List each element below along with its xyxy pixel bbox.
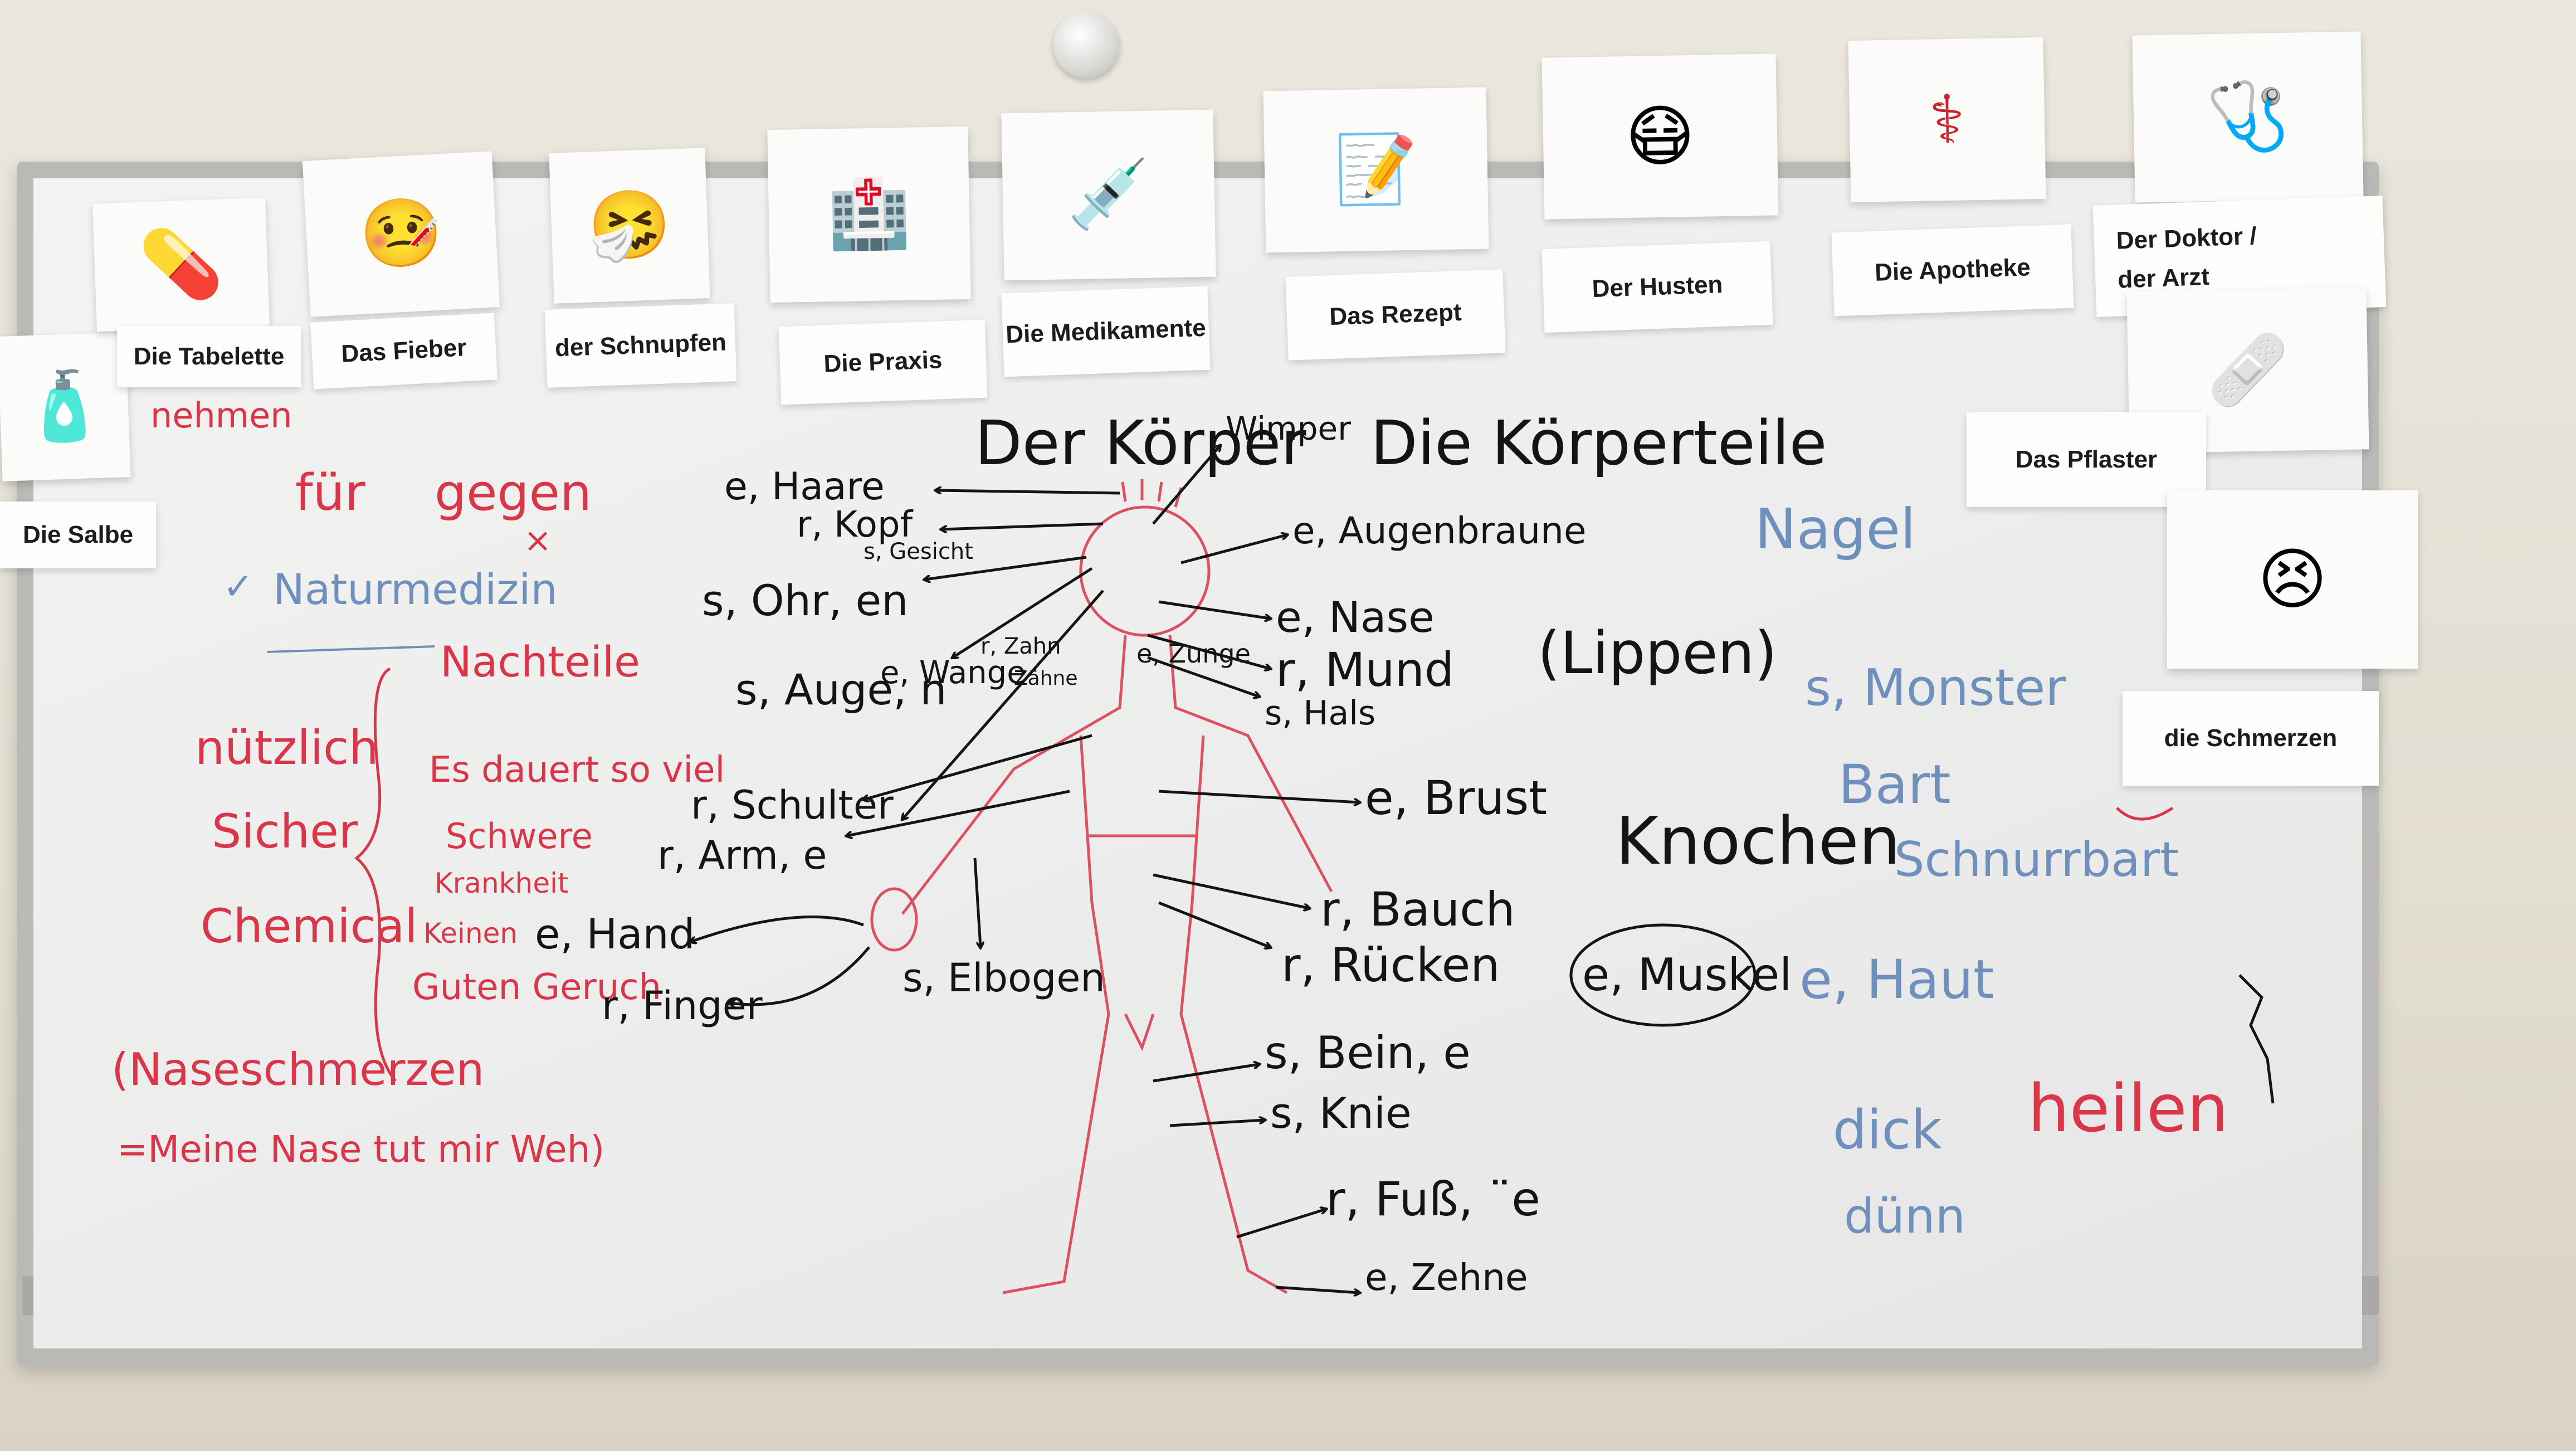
pills-icon: 💊 [138,224,225,305]
red-hook [2116,806,2174,821]
body-arrows [691,446,1359,1293]
tabelette-picture: 💊 [92,197,270,332]
title-der-koerper: Der Körper [975,407,1306,479]
fieber-label: Das Fieber [310,313,497,389]
label-knie: s, Knie [1270,1088,1412,1138]
label-wimper: Wimper [1226,410,1352,447]
headache-woman-icon: 😣 [2257,541,2328,619]
rezept-picture: 📝 [1263,87,1489,253]
tissue-icon: 🤧 [586,185,673,266]
pharmacy-sign-icon: ⚕ [1928,80,1966,159]
fieber-picture: 🤒 [302,151,500,317]
body-figure [870,479,1333,1294]
label-kopf: r, Kopf [797,504,913,546]
medicine-bottles-icon: 💉 [1066,155,1151,235]
doktor-picture: 🩺 [2132,31,2364,203]
naturmedizin-note: Naturmedizin [273,564,558,614]
dick-note: dick [1833,1099,1942,1161]
cross-mark: × [524,521,552,560]
label-zunge: e, Zunge [1136,639,1251,669]
left-brace [354,667,397,1082]
margin-squiggle [2238,974,2275,1104]
label-haare: e, Haare [724,465,885,509]
label-mund: r, Mund [1276,642,1455,697]
check-mark: ✓ [223,565,254,608]
label-ruecken: r, Rücken [1281,938,1500,992]
coughing-man-icon: 😷 [1624,97,1696,176]
label-zaehne: Zähne [1014,667,1078,690]
doktor-label-line-1: Der Doktor / [2116,222,2257,255]
nagel-note: Nagel [1755,496,1916,562]
husten-picture: 😷 [1541,53,1779,220]
nachteile-heading: Nachteile [440,637,640,686]
label-bauch: r, Bauch [1320,882,1515,937]
schnurrbart-note: Schnurrbart [1894,832,2179,888]
lippen-note: (Lippen) [1538,619,1777,687]
medikamente-picture: 💉 [1001,109,1216,281]
doctor-xray-icon: 🩺 [2206,77,2290,157]
schmerzen-picture: 😣 [2167,490,2418,669]
label-arm: r, Arm, e [657,832,827,878]
schnupfen-label: der Schnupfen [544,303,737,388]
label-augenbraune: e, Augenbraune [1292,509,1587,552]
label-hals: s, Hals [1265,694,1376,733]
apotheke-label: Die Apotheke [1831,224,2074,317]
schmerzen-label: die Schmerzen [2123,691,2379,786]
con-keinen: Keinen [423,917,518,950]
haut-note: e, Haut [1799,948,1994,1011]
label-hand: e, Hand [535,910,695,958]
title-die-koerperteile: Die Körperteile [1370,407,1827,479]
prescription-icon: 📝 [1334,130,1418,210]
pro-sicher: Sicher [212,804,358,859]
label-nase: e, Nase [1276,592,1435,642]
con-krankheit: Krankheit [435,867,569,899]
label-elbogen: s, Elbogen [902,955,1105,1001]
praxis-label: Die Praxis [778,319,988,405]
ink-drawing [267,178,2275,1348]
con-es-dauert: Es dauert so viel [429,749,725,791]
salbe-label: Die Salbe [0,501,156,568]
bart-note: Bart [1838,753,1951,816]
pro-chemical: Chemical [201,899,418,953]
praxis-picture: 🏥 [767,126,971,303]
label-brust: e, Brust [1365,771,1548,825]
label-zehne: e, Zehne [1365,1256,1528,1299]
husten-label: Der Husten [1541,241,1773,333]
naturmedizin-underline [267,645,435,653]
label-bein: s, Bein, e [1265,1027,1471,1079]
medikamente-label: Die Medikamente [1001,286,1211,377]
pro-nuetzlich: nützlich [195,720,379,775]
label-fuss: r, Fuß, ¨e [1326,1172,1540,1226]
meine-nase-note: =Meine Nase tut mir Weh) [117,1128,605,1171]
label-auge: s, Auge, n [735,665,947,714]
fuer-note: für [295,464,365,522]
naseschmerzen-note: (Naseschmerzen [111,1044,485,1095]
salbe-picture: 🧴 [0,332,131,481]
tube-icon: 🧴 [21,366,108,447]
muskel-circle [1569,923,1757,1027]
duenn-note: dünn [1844,1189,1966,1244]
clinic-icon: 🏥 [827,174,911,254]
thermometer-icon: 🤒 [357,193,445,275]
label-wange: e, Wange [880,655,1026,691]
heilen-note: heilen [2028,1070,2229,1147]
con-schwere: Schwere [446,816,593,856]
label-muskel: e, Muskel [1582,949,1792,1001]
knochen-note: Knochen [1616,802,1901,879]
apotheke-picture: ⚕ [1848,37,2046,203]
label-schulter: r, Schulter [691,782,894,828]
gegen-note: gegen [435,464,592,522]
rezept-label: Das Rezept [1285,269,1506,361]
pflaster-label: Das Pflaster [1967,412,2206,507]
tabelette-label: Die Tabelette [117,326,301,387]
wall-sensor [1053,11,1120,78]
con-guten-geruch: Guten Geruch [412,967,662,1008]
label-ohr: s, Ohr, en [702,576,909,625]
nehmen-note: nehmen [150,395,292,436]
schnupfen-picture: 🤧 [549,148,710,304]
label-finger: r, Finger [602,983,763,1029]
monster-note: s, Monster [1805,659,2066,717]
label-gesicht: s, Gesicht [863,539,973,564]
label-zahn: r, Zahn [980,634,1061,659]
